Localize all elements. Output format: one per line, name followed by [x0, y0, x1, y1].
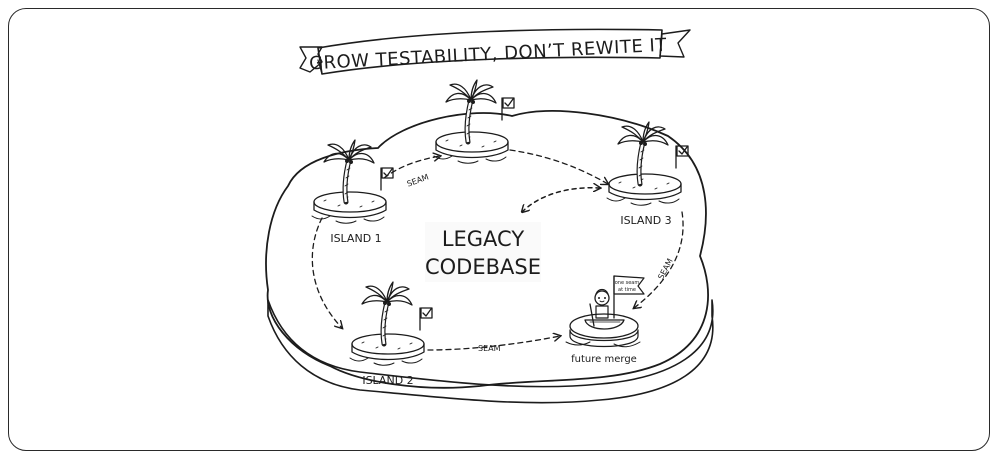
- island-1-label: ISLAND 1: [330, 232, 381, 245]
- future-merge-boat: one seam at time future merge: [565, 275, 645, 365]
- seam-arrow-right: [634, 211, 684, 308]
- flag-line-1: one seam: [615, 280, 640, 286]
- seam-arrow-left: [311, 217, 342, 328]
- checkbox-flag-icon: [380, 167, 394, 191]
- checkbox-flag-icon: [419, 307, 433, 331]
- island-2: ISLAND 2: [349, 282, 433, 387]
- center-line-1: LEGACY: [442, 227, 525, 251]
- seam-arrow-double: [522, 188, 600, 212]
- person-icon: [589, 288, 610, 327]
- center-label: LEGACY CODEBASE: [425, 222, 541, 282]
- center-line-2: CODEBASE: [425, 255, 541, 279]
- island-3: ISLAND 3: [606, 122, 689, 227]
- seam-label-right: SEAM: [656, 257, 675, 281]
- future-merge-label: future merge: [571, 354, 637, 365]
- seam-label-bottom: SEAM: [478, 344, 501, 353]
- seam-arrow-bottom: [427, 336, 560, 351]
- island-2-label: ISLAND 2: [362, 374, 413, 387]
- island-top: [433, 80, 515, 164]
- boat-icon: [584, 319, 625, 330]
- seam-arrow-top-right: [509, 149, 608, 184]
- checkbox-flag-icon: [675, 145, 689, 169]
- title-banner: GROW TESTABILITY, DON’T REWITE IT: [299, 28, 691, 75]
- legacy-plate: [265, 109, 714, 404]
- island-3-label: ISLAND 3: [620, 214, 671, 227]
- seam-label-top: SEAM: [406, 172, 430, 188]
- island-1: ISLAND 1: [311, 140, 394, 245]
- flag-line-2: at time: [618, 287, 636, 293]
